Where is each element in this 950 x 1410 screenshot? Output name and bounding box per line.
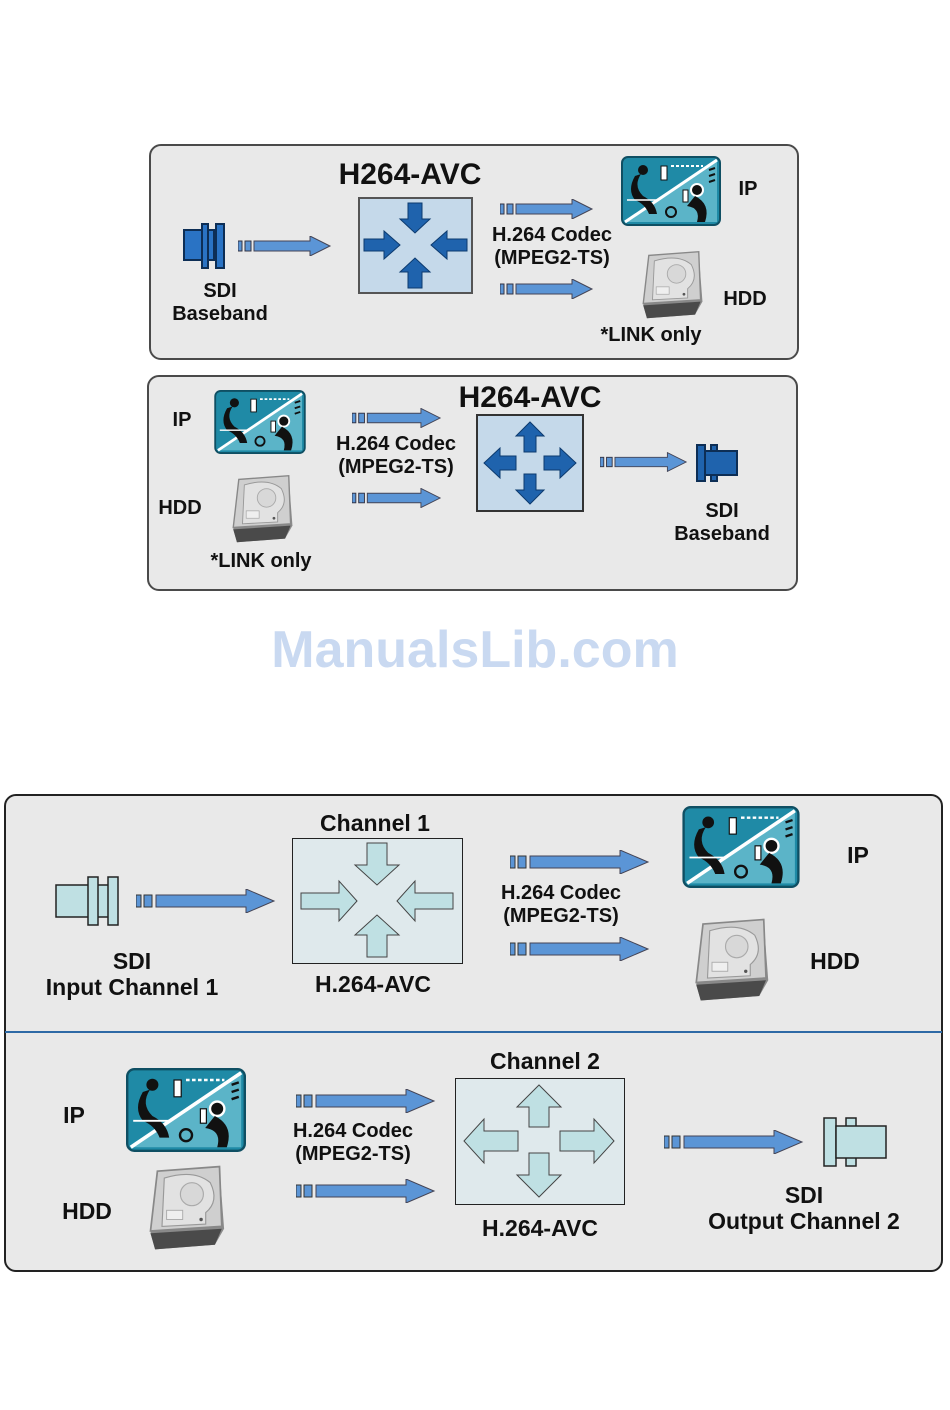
diverge-arrows-icon xyxy=(456,1079,623,1203)
link-only-note: *LINK only xyxy=(594,324,708,347)
ip-output-label: IP xyxy=(840,842,876,868)
converge-arrows-icon xyxy=(293,839,461,962)
ip-input-label: IP xyxy=(170,409,194,432)
sdi-label-line1: SDI xyxy=(22,948,242,974)
channel2-box-label: H.264-AVC xyxy=(465,1215,615,1241)
link-only-note: *LINK only xyxy=(204,550,318,573)
codec-label: H.264 Codec (MPEG2-TS) xyxy=(326,433,466,479)
decoder-box xyxy=(476,414,584,512)
hdd-input-label: HDD xyxy=(52,1198,122,1224)
hdd-output-label: HDD xyxy=(800,948,870,974)
flow-arrow xyxy=(238,236,332,256)
channel2-decoder-box xyxy=(455,1078,625,1205)
codec-line1: H.264 Codec xyxy=(482,224,622,247)
codec-line2: (MPEG2-TS) xyxy=(326,456,466,479)
channel1-encoder-box xyxy=(292,838,463,964)
sdi-label-line1: SDI xyxy=(662,500,782,523)
channel1-title: Channel 1 xyxy=(300,810,450,836)
channel2-title: Channel 2 xyxy=(470,1048,620,1074)
sdi-label-line1: SDI xyxy=(690,1182,918,1208)
sdi-label-line2: Input Channel 1 xyxy=(22,974,242,1000)
sdi-connector-icon xyxy=(54,875,122,927)
codec-label: H.264 Codec (MPEG2-TS) xyxy=(482,224,622,270)
hard-drive-icon xyxy=(136,1162,234,1254)
watermark: ManualsLib.com xyxy=(0,620,950,680)
sdi-dest-label: SDI Baseband xyxy=(662,500,782,546)
encoder-box xyxy=(358,197,473,294)
codec-line2: (MPEG2-TS) xyxy=(278,1143,428,1166)
channel-divider xyxy=(5,1031,942,1033)
codec-line1: H.264 Codec xyxy=(326,433,466,456)
sdi-connector-icon xyxy=(822,1116,890,1168)
codec-line2: (MPEG2-TS) xyxy=(486,905,636,928)
flow-arrow-from-ip xyxy=(296,1089,436,1113)
sdi-label-line2: Output Channel 2 xyxy=(690,1208,918,1234)
codec-label: H.264 Codec (MPEG2-TS) xyxy=(278,1120,428,1166)
ip-input-label: IP xyxy=(56,1102,92,1128)
hard-drive-icon xyxy=(682,915,778,1005)
sdi-connector-icon xyxy=(695,443,741,483)
sdi-connector-icon xyxy=(182,222,228,270)
flow-arrow-to-sdi xyxy=(600,452,688,472)
flow-arrow-to-ip xyxy=(500,199,594,219)
codec-line1: H.264 Codec xyxy=(278,1120,428,1143)
flow-arrow-to-hdd xyxy=(500,279,594,299)
network-ip-icon xyxy=(121,1068,251,1152)
flow-arrow-from-hdd xyxy=(296,1179,436,1203)
sdi-output-label: SDI Output Channel 2 xyxy=(690,1182,918,1235)
sdi-source-label: SDI Baseband xyxy=(160,280,280,326)
sdi-label-line2: Baseband xyxy=(160,303,280,326)
encoder-title: H264-AVC xyxy=(330,158,490,193)
converge-arrows-icon xyxy=(360,199,471,292)
flow-arrow-to-sdi xyxy=(664,1130,804,1154)
sdi-label-line1: SDI xyxy=(160,280,280,303)
network-ip-icon xyxy=(621,155,721,227)
sdi-input-label: SDI Input Channel 1 xyxy=(22,948,242,1001)
codec-label: H.264 Codec (MPEG2-TS) xyxy=(486,882,636,928)
decoder-title: H264-AVC xyxy=(450,381,610,416)
hard-drive-icon xyxy=(224,472,298,546)
network-ip-icon xyxy=(214,390,306,454)
codec-line2: (MPEG2-TS) xyxy=(482,247,622,270)
channel1-box-label: H.264-AVC xyxy=(298,971,448,997)
hard-drive-icon xyxy=(634,248,708,322)
hdd-output-label: HDD xyxy=(720,288,770,311)
codec-line1: H.264 Codec xyxy=(486,882,636,905)
flow-arrow xyxy=(136,889,276,913)
network-ip-icon xyxy=(677,806,805,888)
flow-arrow-from-ip xyxy=(352,408,442,428)
flow-arrow-to-ip xyxy=(510,850,650,874)
sdi-label-line2: Baseband xyxy=(662,523,782,546)
hdd-input-label: HDD xyxy=(154,497,206,520)
diverge-arrows-icon xyxy=(478,416,582,510)
flow-arrow-to-hdd xyxy=(510,937,650,961)
flow-arrow-from-hdd xyxy=(352,488,442,508)
ip-output-label: IP xyxy=(736,178,760,201)
